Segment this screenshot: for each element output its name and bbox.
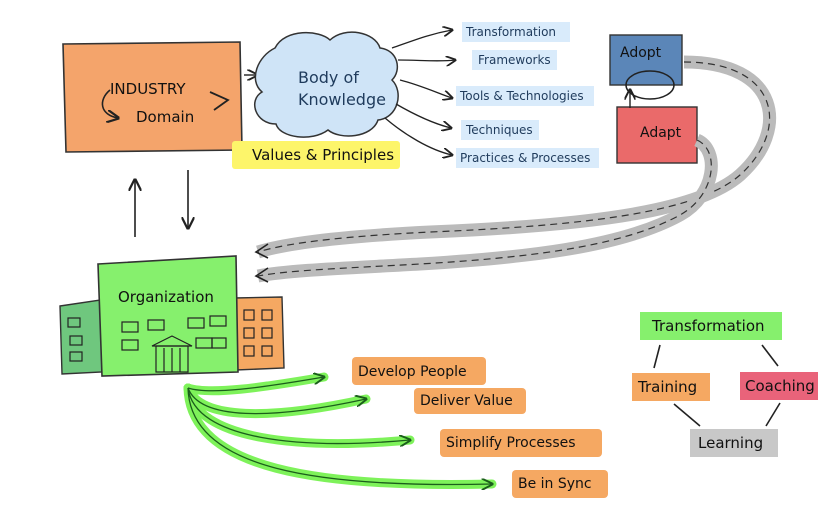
org-windows xyxy=(67,309,273,362)
loop-transformation-label: Transformation xyxy=(652,317,765,335)
outcome-deliver-value: Deliver Value xyxy=(420,393,513,409)
org-entrance xyxy=(151,335,193,373)
outcome-simplify-processes: Simplify Processes xyxy=(446,435,576,451)
band-arrowhead-upper xyxy=(254,243,269,259)
adopt-adapt-cycle xyxy=(625,70,675,100)
bok-item-transformation: Transformation xyxy=(466,25,557,39)
values-principles-highlight xyxy=(232,141,400,169)
loop-coaching-highlight xyxy=(740,372,818,400)
loop-learning-highlight xyxy=(690,429,778,457)
bok-item-highlights xyxy=(456,22,599,168)
bok-item-techniques: Techniques xyxy=(466,123,533,137)
body-of-knowledge-cloud xyxy=(253,31,399,138)
outcome-be-in-sync: Be in Sync xyxy=(518,476,592,492)
outcome-develop-people: Develop People xyxy=(358,364,467,380)
org-right-wing xyxy=(233,296,285,371)
outcome-arrows xyxy=(183,377,497,485)
industry-domain-label: Domain xyxy=(136,108,195,126)
values-principles-label: Values & Principles xyxy=(252,146,395,164)
organization-label: Organization xyxy=(118,288,214,306)
adapt-box xyxy=(616,106,698,164)
loop-training-highlight xyxy=(632,373,710,401)
bok-item-practices-processes: Practices & Processes xyxy=(460,151,591,165)
industry-right-chevron xyxy=(209,91,230,111)
industry-inner-arrow xyxy=(101,89,118,118)
loop-learning-label: Learning xyxy=(698,434,764,452)
loop-connectors xyxy=(653,344,781,427)
org-main-building xyxy=(97,255,239,377)
feedback-bands xyxy=(256,55,777,283)
bok-item-tools-technologies: Tools & Technologies xyxy=(460,89,584,103)
adapt-label: Adapt xyxy=(640,125,682,141)
bok-line2: Knowledge xyxy=(298,90,386,109)
loop-coaching-label: Coaching xyxy=(745,377,815,395)
bok-arrows xyxy=(384,30,455,155)
industry-title: INDUSTRY xyxy=(110,80,186,98)
band-arrowhead-lower xyxy=(254,267,269,283)
loop-training-label: Training xyxy=(638,378,698,396)
loop-transformation-highlight xyxy=(640,312,782,340)
outcome-highlights xyxy=(352,357,608,498)
bok-item-frameworks: Frameworks xyxy=(478,53,551,67)
org-left-wing xyxy=(59,299,103,375)
adopt-label: Adopt xyxy=(620,45,662,61)
bok-line1: Body of xyxy=(298,68,359,87)
